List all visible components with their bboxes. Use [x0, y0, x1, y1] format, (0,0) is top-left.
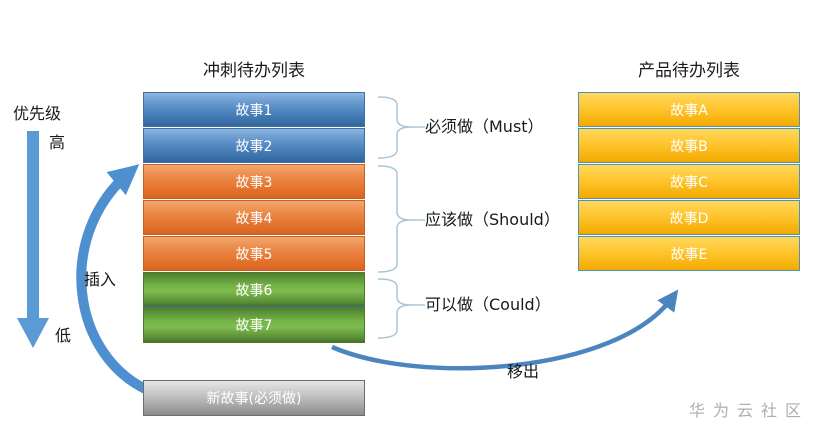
brace-should — [377, 165, 412, 273]
remove-arrow — [331, 289, 679, 371]
sprint-backlog-title: 冲刺待办列表 — [203, 61, 305, 81]
product-story-a: 故事A — [578, 92, 800, 127]
priority-high-label: 高 — [49, 133, 66, 152]
brace-could — [377, 278, 412, 339]
watermark: 华为云社区 — [688, 401, 809, 420]
group-should-label: 应该做（Should） — [425, 210, 560, 229]
product-story-b: 故事B — [578, 128, 800, 163]
sprint-story-7: 故事7 — [143, 307, 365, 343]
new-story-bar: 新故事(必须做) — [143, 380, 365, 416]
insert-label: 插入 — [84, 270, 117, 289]
insert-arrow — [76, 164, 154, 397]
product-story-c: 故事C — [578, 164, 800, 199]
sprint-story-3: 故事3 — [143, 164, 365, 199]
product-story-e: 故事E — [578, 236, 800, 271]
sprint-story-5: 故事5 — [143, 236, 365, 271]
sprint-story-1: 故事1 — [143, 92, 365, 127]
priority-label: 优先级 — [13, 104, 62, 123]
sprint-story-2: 故事2 — [143, 128, 365, 163]
group-must-label: 必须做（Must） — [425, 117, 544, 136]
product-backlog-title: 产品待办列表 — [638, 61, 740, 81]
remove-label: 移出 — [507, 362, 540, 381]
sprint-story-4: 故事4 — [143, 200, 365, 235]
group-could-label: 可以做（Could） — [425, 295, 551, 314]
sprint-story-6: 故事6 — [143, 272, 365, 307]
priority-low-label: 低 — [55, 326, 72, 345]
product-story-d: 故事D — [578, 200, 800, 235]
brace-must — [377, 96, 412, 159]
priority-arrow — [17, 131, 49, 348]
